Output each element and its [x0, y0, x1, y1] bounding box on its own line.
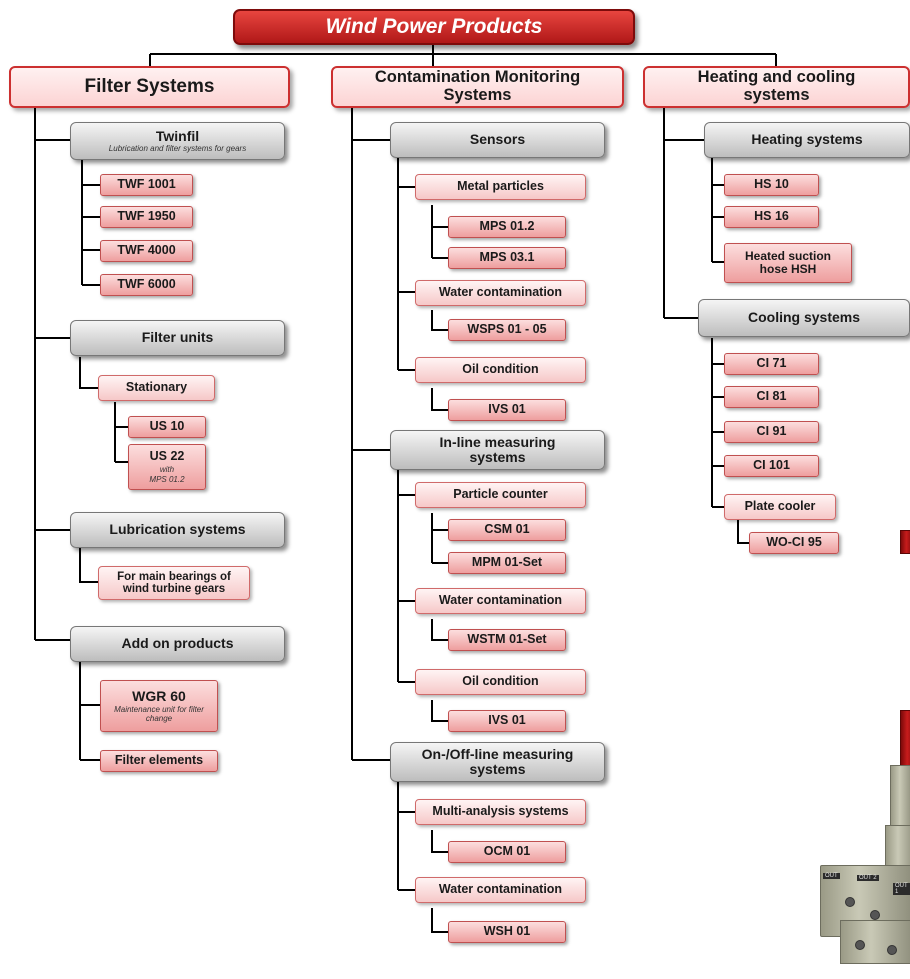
connector: [79, 660, 100, 761]
twf-6000-box: TWF 6000: [100, 274, 193, 296]
onoff-measuring-box: On-/Off-line measuring systems: [390, 742, 605, 782]
connector: [711, 338, 724, 508]
ocm-01-box: OCM 01: [448, 841, 566, 863]
plate-cooler-box: Plate cooler: [724, 494, 836, 520]
us-22-model: MPS 01.2: [149, 474, 185, 484]
main-bearings-box: For main bearings of wind turbine gears: [98, 566, 250, 600]
twinfil-subtitle: Lubrication and filter systems for gears: [108, 143, 247, 153]
connector: [431, 310, 448, 331]
sensors-box: Sensors: [390, 122, 605, 158]
wgr-60-note: Maintenance unit for filter change: [114, 704, 204, 724]
port-out-2: OUT 2: [857, 875, 879, 881]
us-22-box: US 22 with MPS 01.2: [128, 444, 206, 490]
red-fitting-top: [900, 530, 910, 554]
ci-81-box: CI 81: [724, 386, 819, 408]
bolt: [870, 910, 880, 920]
port-out-1: OUT 1: [893, 883, 910, 895]
heated-suction-hose-box: Heated suction hose HSH: [724, 243, 852, 283]
inline-measuring-box: In-line measuring systems: [390, 430, 605, 470]
connector: [397, 780, 415, 891]
csm-01-box: CSM 01: [448, 519, 566, 541]
wgr-60-box: WGR 60 Maintenance unit for filter chang…: [100, 680, 218, 732]
multi-analysis-box: Multi-analysis systems: [415, 799, 586, 825]
twf-1001-box: TWF 1001: [100, 174, 193, 196]
cooling-systems-box: Cooling systems: [698, 299, 910, 337]
heating-cooling-header: Heating and cooling systems: [643, 66, 910, 108]
connector: [431, 908, 448, 933]
connector: [79, 357, 98, 389]
ci-101-box: CI 101: [724, 455, 819, 477]
wgr-60-label: WGR 60: [132, 687, 186, 704]
mpm-01-set-box: MPM 01-Set: [448, 552, 566, 574]
connector: [114, 402, 128, 463]
water-contamination-1-box: Water contamination: [415, 280, 586, 306]
filter-unit-image: OUT OUT 2 OUT 1: [815, 525, 910, 965]
connector: [431, 619, 448, 641]
ci-91-box: CI 91: [724, 421, 819, 443]
heating-systems-box: Heating systems: [704, 122, 910, 158]
wsps-box: WSPS 01 - 05: [448, 319, 566, 341]
page-title: Wind Power Products: [233, 9, 635, 45]
filter-elements-box: Filter elements: [100, 750, 218, 772]
wo-ci-95-box: WO-CI 95: [749, 532, 839, 554]
connector: [431, 830, 448, 853]
connector: [79, 548, 98, 583]
oil-condition-2-box: Oil condition: [415, 669, 586, 695]
us-22-with: with: [159, 464, 175, 474]
connector: [431, 205, 448, 259]
ivs-01-2-box: IVS 01: [448, 710, 566, 732]
water-contamination-3-box: Water contamination: [415, 877, 586, 903]
connector: [34, 108, 70, 641]
add-on-products-box: Add on products: [70, 626, 285, 662]
connector: [663, 108, 704, 319]
bolt: [887, 945, 897, 955]
filter-units-box: Filter units: [70, 320, 285, 356]
hs-16-box: HS 16: [724, 206, 819, 228]
connector: [711, 158, 724, 263]
connector: [737, 520, 749, 544]
connector: [397, 470, 415, 683]
particle-counter-box: Particle counter: [415, 482, 586, 508]
twinfil-label: Twinfil: [155, 127, 200, 144]
connector: [351, 108, 390, 761]
base-block: [840, 920, 910, 964]
stationary-box: Stationary: [98, 375, 215, 401]
us-10-box: US 10: [128, 416, 206, 438]
twf-4000-box: TWF 4000: [100, 240, 193, 262]
us-22-label: US 22: [149, 449, 185, 464]
hs-10-box: HS 10: [724, 174, 819, 196]
connector: [149, 44, 777, 66]
water-contamination-2-box: Water contamination: [415, 588, 586, 614]
connector: [431, 700, 448, 722]
oil-condition-1-box: Oil condition: [415, 357, 586, 383]
mps-012-box: MPS 01.2: [448, 216, 566, 238]
connector: [397, 158, 415, 371]
connector: [81, 160, 100, 286]
mps-031-box: MPS 03.1: [448, 247, 566, 269]
connector: [431, 388, 448, 411]
ci-71-box: CI 71: [724, 353, 819, 375]
metal-particles-box: Metal particles: [415, 174, 586, 200]
wsh-01-box: WSH 01: [448, 921, 566, 943]
lubrication-systems-box: Lubrication systems: [70, 512, 285, 548]
twf-1950-box: TWF 1950: [100, 206, 193, 228]
port-out-left: OUT: [823, 873, 840, 879]
ivs-01-1-box: IVS 01: [448, 399, 566, 421]
bolt: [845, 897, 855, 907]
connector: [431, 513, 448, 564]
contamination-header: Contamination Monitoring Systems: [331, 66, 624, 108]
twinfil-box: Twinfil Lubrication and filter systems f…: [70, 122, 285, 160]
filter-systems-header: Filter Systems: [9, 66, 290, 108]
bolt: [855, 940, 865, 950]
wstm-01-set-box: WSTM 01-Set: [448, 629, 566, 651]
